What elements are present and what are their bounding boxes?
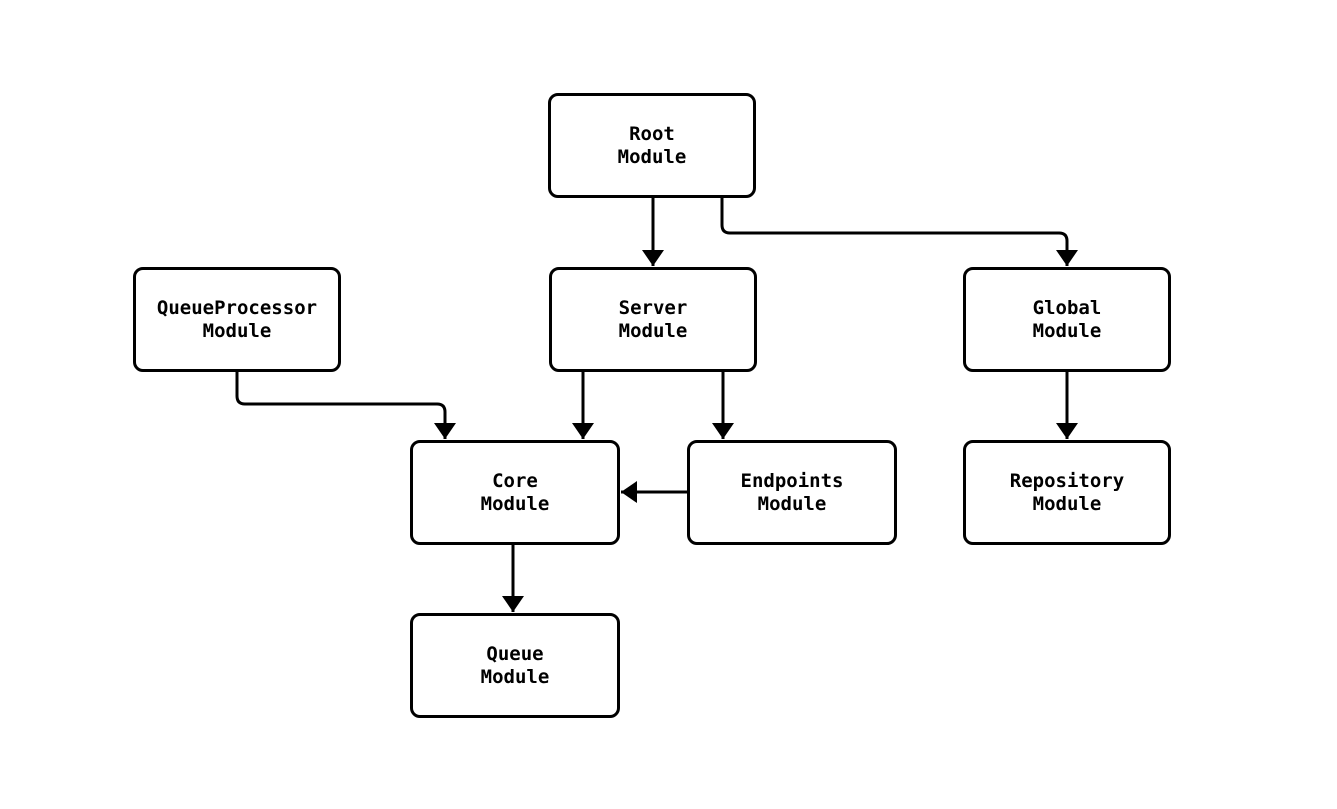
node-server-module: Server Module <box>549 267 757 372</box>
arrowhead-core-to-queue <box>502 596 524 612</box>
node-label: Global <box>1032 296 1102 319</box>
node-label: Module <box>1032 492 1102 515</box>
node-global-module: Global Module <box>963 267 1171 372</box>
arrowhead-server-to-endpoints <box>712 423 734 439</box>
arrowhead-endpoints-to-core <box>621 481 637 503</box>
node-label: Module <box>618 319 688 342</box>
node-label: Module <box>617 145 687 168</box>
edge-root-to-global <box>720 198 1069 266</box>
node-label: Server <box>618 296 688 319</box>
arrowhead-root-to-server <box>642 250 664 266</box>
node-label: Module <box>480 665 550 688</box>
node-label: Queue <box>486 642 544 665</box>
arrowhead-root-to-global <box>1056 250 1078 266</box>
node-repository-module: Repository Module <box>963 440 1171 545</box>
node-label: Root <box>629 122 675 145</box>
arrowhead-server-to-core <box>572 423 594 439</box>
node-label: Repository <box>1009 469 1125 492</box>
node-label: Endpoints <box>740 469 844 492</box>
node-core-module: Core Module <box>410 440 620 545</box>
node-queue-module: Queue Module <box>410 613 620 718</box>
arrowhead-global-to-repository <box>1056 423 1078 439</box>
arrowhead-queueprocessor-to-core <box>434 423 456 439</box>
node-label: Module <box>1032 319 1102 342</box>
node-root-module: Root Module <box>548 93 756 198</box>
node-label: Module <box>202 319 272 342</box>
node-label: Module <box>480 492 550 515</box>
node-label: QueueProcessor <box>156 296 318 319</box>
node-label: Core <box>492 469 538 492</box>
node-queueprocessor-module: QueueProcessor Module <box>133 267 341 372</box>
edge-queueprocessor-to-core <box>235 372 447 439</box>
node-endpoints-module: Endpoints Module <box>687 440 897 545</box>
node-label: Module <box>757 492 827 515</box>
